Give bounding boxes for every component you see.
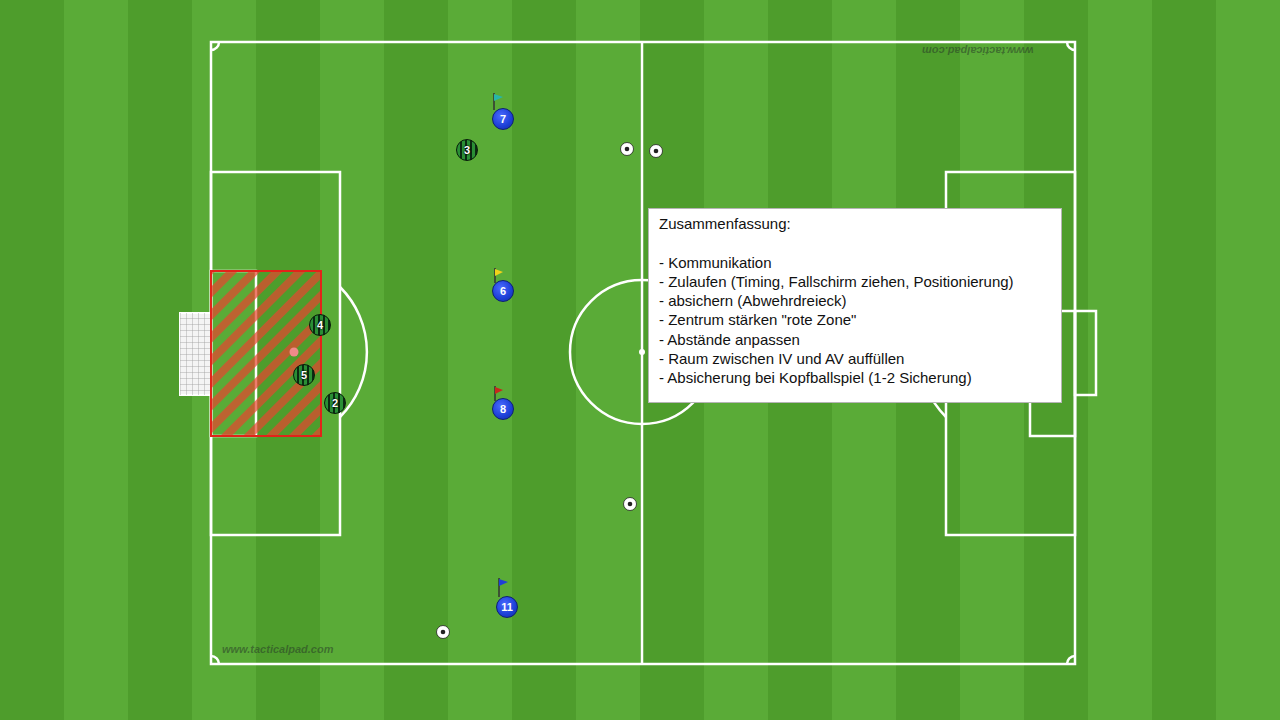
summary-item: - Zentrum stärken "rote Zone" bbox=[659, 310, 1051, 329]
summary-heading: Zusammenfassung: bbox=[659, 214, 1051, 233]
player-number: 7 bbox=[500, 114, 506, 125]
watermark: www.tacticalpad.com bbox=[922, 45, 1033, 57]
goal-net-mesh bbox=[180, 313, 211, 395]
goal-net bbox=[180, 313, 211, 395]
penalty-box bbox=[211, 172, 340, 535]
summary-item: - Kommunikation bbox=[659, 253, 1051, 272]
player-marker: 11 bbox=[496, 596, 518, 618]
ball-patch bbox=[654, 149, 659, 154]
summary-item: - Abstände anpassen bbox=[659, 330, 1051, 349]
red-zone bbox=[211, 271, 321, 436]
penalty-spot bbox=[290, 348, 299, 357]
ball bbox=[650, 145, 663, 158]
flag bbox=[495, 269, 503, 276]
ball-patch bbox=[441, 630, 446, 635]
player-number: 4 bbox=[317, 320, 323, 331]
ball bbox=[624, 498, 637, 511]
balls bbox=[437, 143, 663, 639]
ball-body bbox=[437, 626, 450, 639]
player-number: 8 bbox=[500, 404, 506, 415]
summary-item: - Raum zwischen IV und AV auffüllen bbox=[659, 349, 1051, 368]
corner-arc bbox=[1067, 656, 1075, 664]
player-marker: 6 bbox=[492, 280, 514, 302]
ball-body bbox=[621, 143, 634, 156]
flag bbox=[495, 387, 503, 394]
player-number: 5 bbox=[301, 370, 307, 381]
flags bbox=[494, 93, 508, 597]
ball bbox=[621, 143, 634, 156]
player-number: 11 bbox=[501, 602, 513, 613]
player-number: 3 bbox=[464, 145, 470, 156]
touchline bbox=[211, 42, 1075, 664]
summary-item: - Zulaufen (Timing, Fallschirm ziehen, P… bbox=[659, 272, 1051, 291]
ball-patch bbox=[628, 502, 633, 507]
player-number: 6 bbox=[500, 286, 506, 297]
red-zone-border bbox=[211, 271, 321, 436]
player-marker: 3 bbox=[456, 139, 478, 161]
corner-arc bbox=[211, 656, 219, 664]
corner-arc bbox=[1067, 42, 1075, 50]
ball-body bbox=[650, 145, 663, 158]
center-spot bbox=[639, 349, 645, 355]
player-number: 2 bbox=[332, 398, 338, 409]
player-marker: 5 bbox=[293, 364, 315, 386]
corner-arc bbox=[211, 42, 219, 50]
player-marker: 8 bbox=[492, 398, 514, 420]
goal bbox=[1075, 311, 1096, 395]
flag bbox=[499, 579, 508, 586]
summary-item: - Absicherung bei Kopfballspiel (1-2 Sic… bbox=[659, 368, 1051, 387]
ball-patch bbox=[625, 147, 630, 152]
watermark: www.tacticalpad.com bbox=[222, 643, 333, 655]
player-marker: 2 bbox=[324, 392, 346, 414]
ball bbox=[437, 626, 450, 639]
summary-item: - absichern (Abwehrdreieck) bbox=[659, 291, 1051, 310]
player-marker: 7 bbox=[492, 108, 514, 130]
pitch-lines bbox=[211, 42, 1075, 664]
player-marker: 4 bbox=[309, 314, 331, 336]
flag bbox=[494, 94, 503, 101]
ball-body bbox=[624, 498, 637, 511]
summary-box: Zusammenfassung: - Kommunikation- Zulaufe… bbox=[648, 208, 1062, 403]
